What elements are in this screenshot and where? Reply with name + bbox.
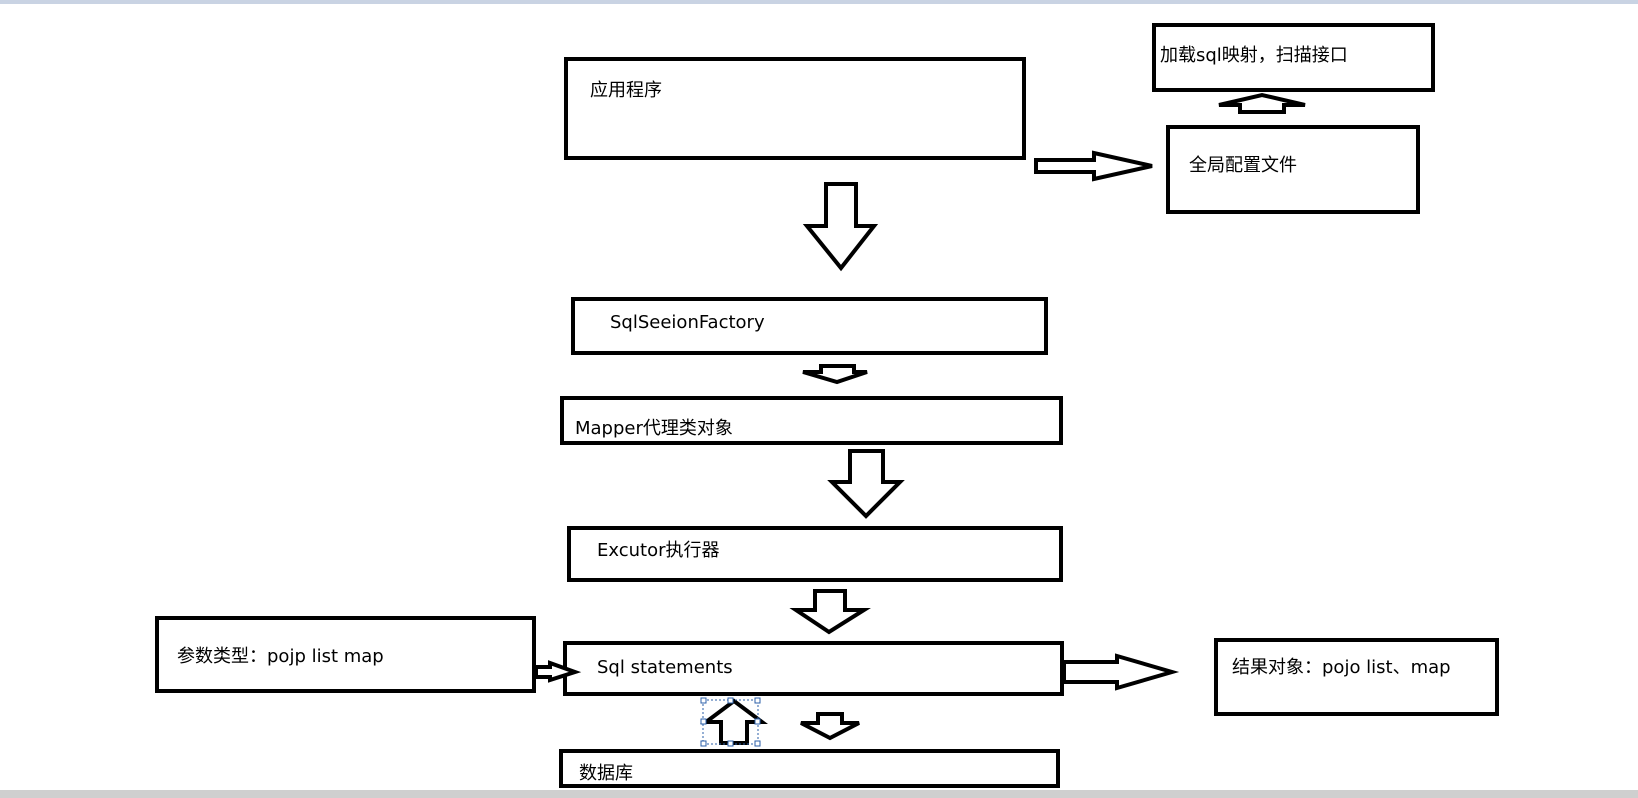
node-session-factory[interactable] (571, 297, 1048, 355)
node-global-config[interactable] (1166, 125, 1420, 214)
node-load-sql[interactable] (1152, 23, 1435, 92)
top-border-strip (0, 0, 1638, 4)
arrow-params-to-sql (534, 660, 582, 683)
node-app-label: 应用程序 (590, 80, 662, 101)
arrow-executor-to-sql (789, 589, 871, 635)
node-mapper-proxy[interactable] (560, 396, 1063, 445)
node-result-objects-label: 结果对象：pojo list、map (1232, 657, 1451, 678)
node-database[interactable] (559, 749, 1060, 788)
node-session-factory-label: SqlSeeionFactory (610, 312, 765, 333)
selection-handles (700, 697, 761, 747)
node-app[interactable] (564, 57, 1026, 160)
arrow-config-to-load-sql (1218, 92, 1306, 114)
node-global-config-label: 全局配置文件 (1189, 155, 1297, 176)
arrow-factory-to-mapper (802, 364, 868, 385)
node-param-types-label: 参数类型：pojp list map (177, 646, 384, 667)
node-executor[interactable] (567, 526, 1063, 582)
node-executor-label: Excutor执行器 (597, 540, 720, 561)
arrow-database-to-sql (700, 698, 768, 745)
arrow-app-to-config (1034, 150, 1153, 182)
node-load-sql-label: 加载sql映射，扫描接口 (1160, 45, 1348, 66)
arrow-sql-to-result (1062, 653, 1180, 691)
node-mapper-proxy-label: Mapper代理类对象 (575, 418, 733, 439)
node-sql-statements[interactable] (563, 641, 1064, 696)
arrow-app-to-factory (802, 182, 879, 272)
bottom-border-strip (0, 790, 1638, 798)
node-result-objects[interactable] (1214, 638, 1499, 716)
node-param-types[interactable] (155, 616, 536, 693)
arrow-mapper-to-executor (827, 449, 905, 519)
node-database-label: 数据库 (579, 763, 633, 784)
arrow-sql-to-database (800, 712, 860, 741)
node-sql-statements-label: Sql statements (597, 657, 733, 678)
